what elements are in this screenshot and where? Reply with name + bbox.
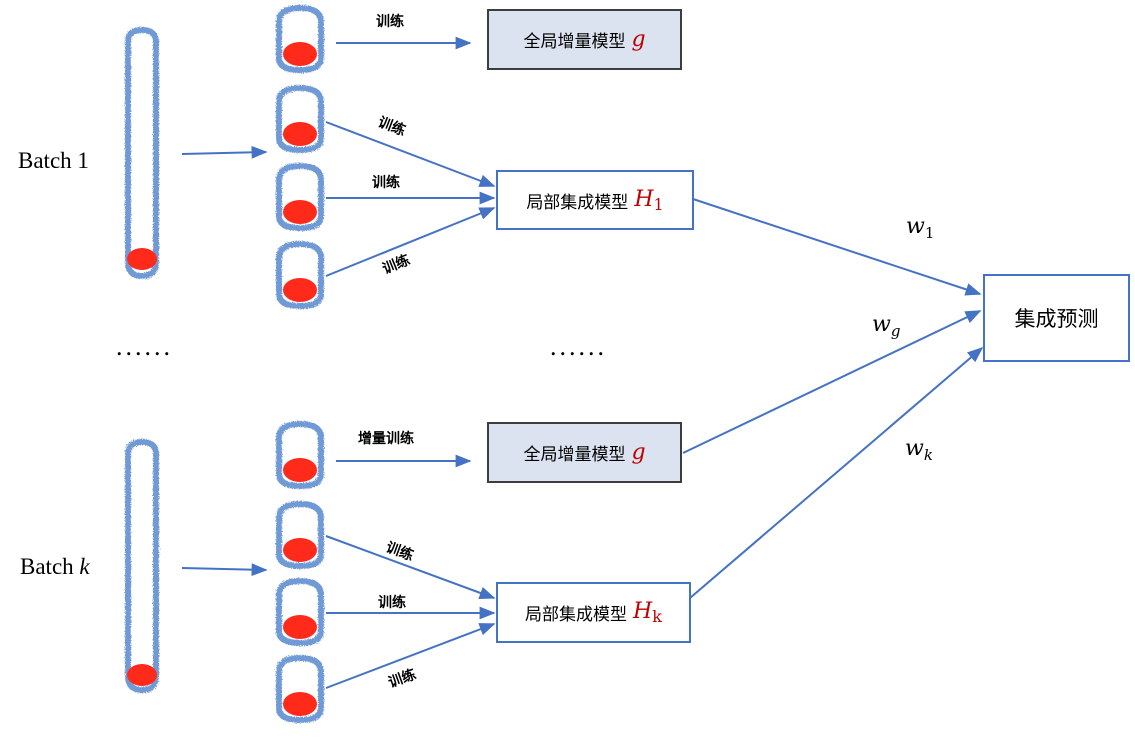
- arrow-global-to-ensemble: [682, 310, 982, 454]
- arrow-train-localk-a: [325, 535, 496, 600]
- inc-train-label: 增量训练: [358, 431, 414, 447]
- arrow-localk-to-ensemble: [689, 346, 984, 599]
- sample-tube: [276, 84, 324, 154]
- arrow-local1-to-ensemble: [689, 197, 982, 296]
- batch-1-tube: [125, 26, 159, 280]
- arrow-batch1-to-samples: [181, 145, 268, 159]
- sample-tube: [276, 162, 324, 232]
- sample-tube: [276, 4, 324, 74]
- ellipsis-middle: ......: [550, 332, 607, 361]
- train-label-localk-b: 训练: [378, 595, 406, 611]
- train-label-local1-b: 训练: [372, 175, 400, 191]
- train-label-global-top: 训练: [376, 14, 404, 30]
- sample-tube: [276, 420, 324, 490]
- sample-tube: [276, 240, 324, 310]
- weight-w1-label: w1: [906, 214, 935, 242]
- sample-tube: [276, 500, 324, 570]
- arrow-train-localk-c: [325, 623, 496, 689]
- weight-wg-label: wg: [872, 312, 901, 340]
- sample-tube: [276, 654, 324, 724]
- arrow-train-local1-a: [325, 121, 496, 187]
- arrow-train-local1-c: [325, 207, 496, 277]
- batch-k-label: Batch k: [20, 554, 90, 579]
- weight-wk-label: wk: [905, 436, 933, 464]
- batch-k-tube: [125, 438, 159, 694]
- batch-1-label: Batch 1: [18, 148, 89, 173]
- ellipsis-left: ......: [116, 332, 173, 361]
- ensemble-prediction-box: 集成预测: [983, 274, 1130, 362]
- arrow-batchk-to-samples: [181, 563, 268, 577]
- sample-tube: [276, 577, 324, 647]
